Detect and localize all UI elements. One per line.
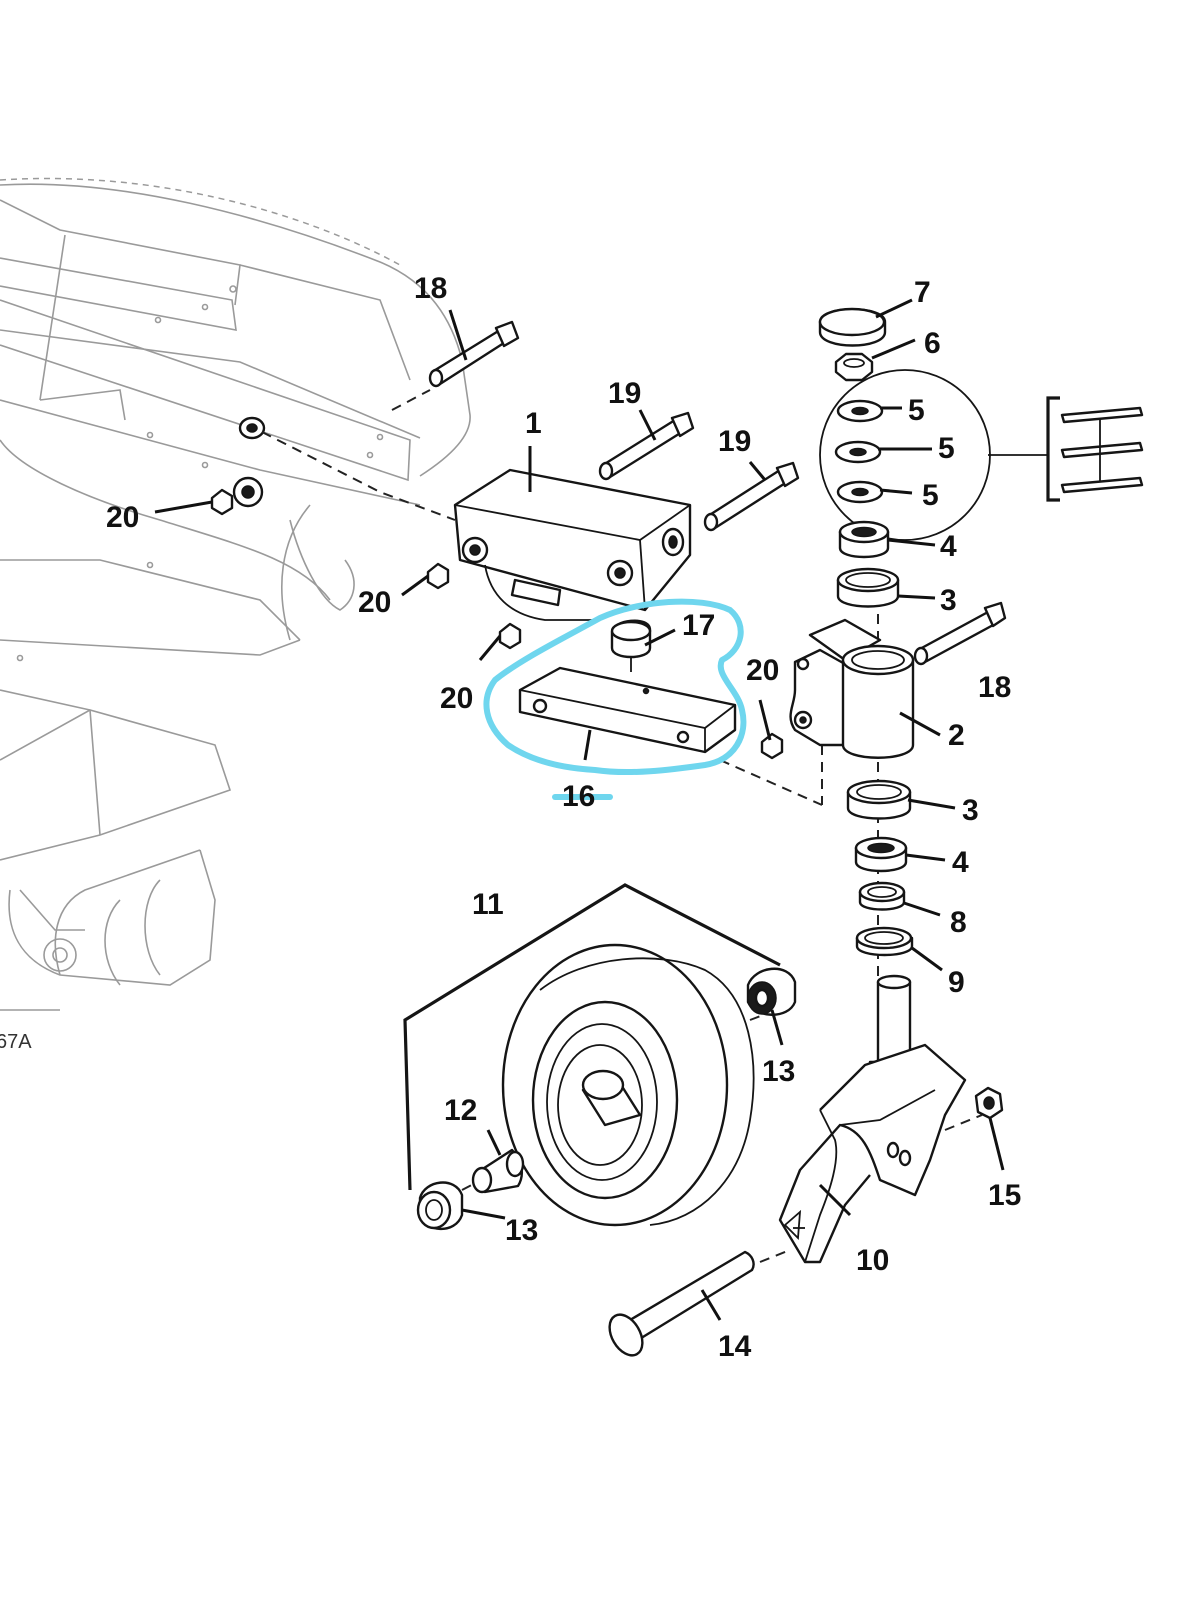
callout-4-upper: 4 xyxy=(940,530,957,563)
callout-19-left: 19 xyxy=(608,377,641,410)
callout-12: 12 xyxy=(444,1094,477,1127)
nuts-20 xyxy=(210,476,784,760)
dust-cap-7 xyxy=(818,307,887,347)
bearing-4-lower xyxy=(854,836,908,873)
callout-20-block: 20 xyxy=(440,682,473,715)
callout-15: 15 xyxy=(988,1179,1021,1212)
callout-1: 1 xyxy=(525,407,542,440)
bumper-17 xyxy=(610,619,652,672)
callout-11: 11 xyxy=(472,888,504,921)
block-16 xyxy=(518,666,737,754)
callout-9: 9 xyxy=(948,966,965,999)
spacer-12 xyxy=(471,1148,525,1194)
callout-4-lower: 4 xyxy=(952,846,969,879)
washer-detail-bracket xyxy=(988,396,1144,502)
callout-10: 10 xyxy=(856,1244,889,1277)
callout-13-right: 13 xyxy=(762,1055,795,1088)
callout-20-housing: 20 xyxy=(746,654,779,687)
callout-3-upper: 3 xyxy=(940,584,957,617)
caster-housing-2 xyxy=(789,618,915,759)
figure-id-fragment: 67A xyxy=(0,1031,32,1053)
callout-3-lower: 3 xyxy=(962,794,979,827)
washer-8 xyxy=(858,881,906,911)
callout-13-left: 13 xyxy=(505,1214,538,1247)
bolt-18-upper xyxy=(428,320,520,388)
axle-bolt-14 xyxy=(608,1250,755,1357)
callout-labels: 18 1 19 19 20 20 20 20 17 16 7 6 5 5 5 4… xyxy=(0,272,1021,1363)
highlight-outline xyxy=(483,598,747,776)
callout-18-upper: 18 xyxy=(414,272,447,305)
callout-5-bottom: 5 xyxy=(922,479,939,512)
callout-19-right: 19 xyxy=(718,425,751,458)
bracket-1 xyxy=(453,468,692,621)
callout-17: 17 xyxy=(682,609,715,642)
leader-lines xyxy=(154,298,1005,1321)
callout-18-right: 18 xyxy=(978,671,1011,704)
callout-2: 2 xyxy=(948,719,965,752)
bolt-18-right xyxy=(913,601,1007,666)
callout-20-bracket: 20 xyxy=(358,586,391,619)
bearing-4-upper xyxy=(838,520,890,559)
callout-5-middle: 5 xyxy=(938,432,955,465)
wheel-11 xyxy=(501,943,755,1227)
callout-6: 6 xyxy=(924,327,941,360)
callout-7: 7 xyxy=(914,276,931,309)
callout-16: 16 xyxy=(562,780,595,813)
race-3-upper xyxy=(836,567,900,608)
wheel-assembly-bracket xyxy=(403,883,781,1191)
callout-8: 8 xyxy=(950,906,967,939)
washers-5 xyxy=(834,399,884,504)
fork-10 xyxy=(778,974,967,1264)
callout-5-top: 5 xyxy=(908,394,925,427)
bearings-13 xyxy=(416,967,797,1231)
seal-9 xyxy=(855,926,914,957)
callout-20-deck: 20 xyxy=(106,501,139,534)
mower-deck-outline xyxy=(0,177,471,1011)
nut-15 xyxy=(974,1086,1004,1120)
nut-6 xyxy=(834,352,874,382)
callout-14: 14 xyxy=(718,1330,752,1363)
race-3-lower xyxy=(846,779,912,820)
